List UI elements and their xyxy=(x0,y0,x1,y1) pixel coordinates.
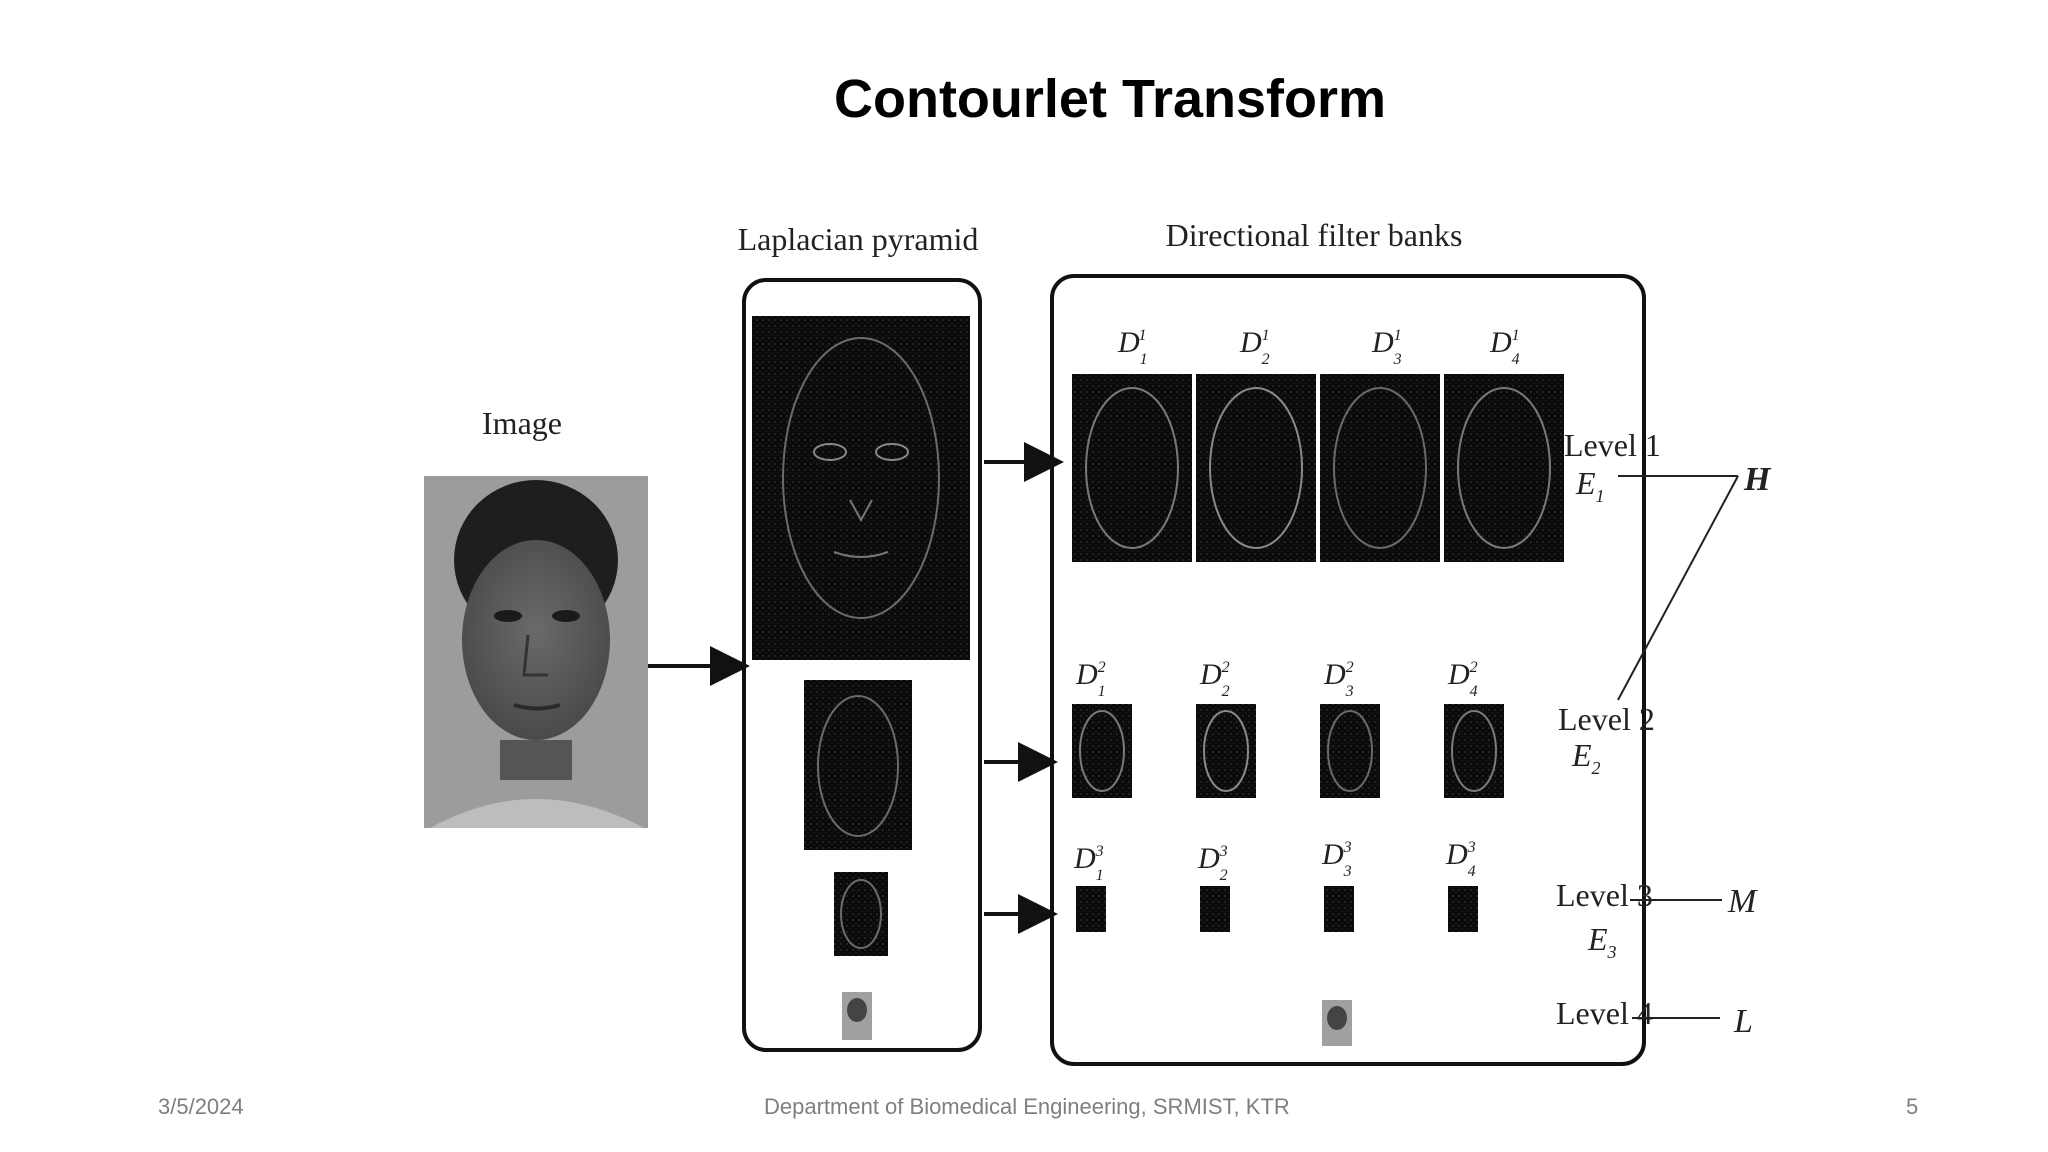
svg-text:D13: D13 xyxy=(1073,842,1104,884)
svg-text:D31: D31 xyxy=(1371,326,1402,368)
image-label: Image xyxy=(482,405,562,441)
level-3-label: Level 3 xyxy=(1556,877,1653,913)
footer-page-number: 5 xyxy=(1906,1094,1919,1119)
svg-text:D23: D23 xyxy=(1197,842,1228,884)
svg-text:D33: D33 xyxy=(1321,838,1352,880)
footer-department: Department of Biomedical Engineering, SR… xyxy=(764,1094,1290,1119)
dfb-box xyxy=(1050,274,1646,1066)
level-2-energy: E2 xyxy=(1571,737,1601,778)
slide-title: Contourlet Transform xyxy=(833,69,1387,129)
subband-row-level-3 xyxy=(1076,886,1478,932)
subband-labels: D11 D21 D31 D41 D12 D22 D32 D42 D13 D23 … xyxy=(1073,326,1520,884)
level-1-energy: E1 xyxy=(1575,465,1605,506)
svg-text:D11: D11 xyxy=(1117,326,1147,368)
level-3-energy: E3 xyxy=(1587,921,1617,962)
level-1-label: Level 1 xyxy=(1564,427,1661,463)
svg-text:D43: D43 xyxy=(1445,838,1476,880)
level-4-label: Level 4 xyxy=(1556,995,1653,1031)
band-connectors xyxy=(1617,475,1739,1019)
band-l-label: L xyxy=(1733,1003,1753,1040)
d-symbol: D xyxy=(1117,326,1140,359)
subband-row-level-1 xyxy=(1072,374,1564,562)
level-2-label: Level 2 xyxy=(1558,701,1655,737)
lowpass-image xyxy=(1322,1000,1352,1046)
dfb-label: Directional filter banks xyxy=(1166,217,1463,253)
svg-text:D32: D32 xyxy=(1323,658,1354,700)
band-h-label: H xyxy=(1743,461,1772,498)
svg-text:D42: D42 xyxy=(1447,658,1478,700)
svg-text:D21: D21 xyxy=(1239,326,1270,368)
pyramid-level-1-image xyxy=(752,316,970,660)
laplacian-pyramid-box xyxy=(742,278,982,1052)
band-m-label: M xyxy=(1727,883,1758,920)
subband-row-level-2 xyxy=(1072,704,1504,798)
footer-date: 3/5/2024 xyxy=(158,1094,244,1119)
input-face-image xyxy=(424,476,648,828)
svg-text:D12: D12 xyxy=(1075,658,1106,700)
laplacian-label: Laplacian pyramid xyxy=(738,221,979,257)
pyramid-level-3-image xyxy=(834,872,888,956)
pyramid-level-4-image xyxy=(842,992,872,1040)
svg-text:D41: D41 xyxy=(1489,326,1520,368)
pyramid-level-2-image xyxy=(804,680,912,850)
svg-text:D22: D22 xyxy=(1199,658,1230,700)
